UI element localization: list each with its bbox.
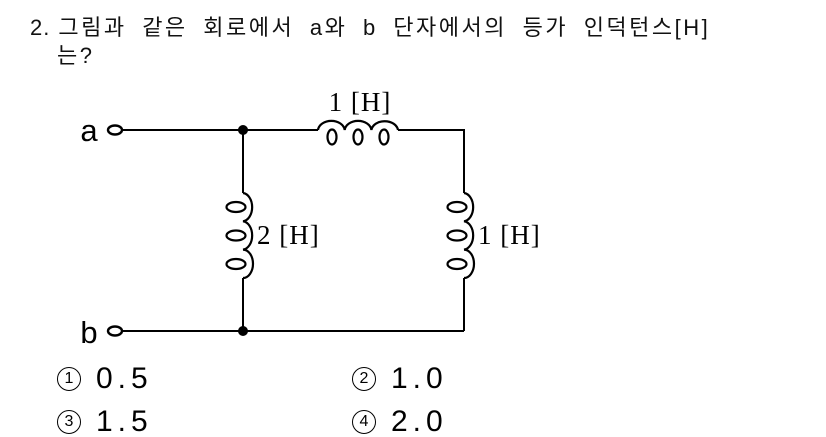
answer-option-4[interactable]: 4 2.0 [352,407,448,437]
option-3-circled-number: 3 [57,410,81,434]
question-text: 그림과 같은 회로에서 a와 b 단자에서의 등가 인덕턴스[H] [58,15,711,40]
option-4-circled-number: 4 [352,410,376,434]
option-3-value: 1.5 [96,405,153,437]
question-line-1: 2. 그림과 같은 회로에서 a와 b 단자에서의 등가 인덕턴스[H] [30,10,710,42]
option-2-value: 1.0 [391,362,448,395]
inductor-right-coil [446,191,476,280]
inductor-top-coil [316,119,400,146]
question-number: 2. [30,15,51,40]
terminal-b [106,325,124,337]
junction-node-top [238,125,248,135]
question-line-2: 는? [57,43,95,68]
option-1-circled-number: 1 [57,367,81,391]
circuit-wires [122,129,465,332]
inductor-top-label: 1 [H] [329,87,392,117]
terminal-a [106,124,124,136]
inductor-left-label: 2 [H] [257,220,320,250]
inductor-right-label: 1 [H] [478,220,541,250]
answer-option-1[interactable]: 1 0.5 [57,364,153,394]
answer-option-3[interactable]: 3 1.5 [57,407,153,437]
option-1-value: 0.5 [96,362,153,395]
circuit-diagram: a b 1 [H] 2 [H] 1 [H] [80,87,541,350]
inductor-left-coil [225,191,255,280]
terminal-a-label: a [80,113,98,148]
junction-node-bottom [238,326,248,336]
answer-option-2[interactable]: 2 1.0 [352,364,448,394]
terminal-b-label: b [80,315,97,350]
option-2-circled-number: 2 [352,367,376,391]
option-4-value: 2.0 [391,405,448,437]
